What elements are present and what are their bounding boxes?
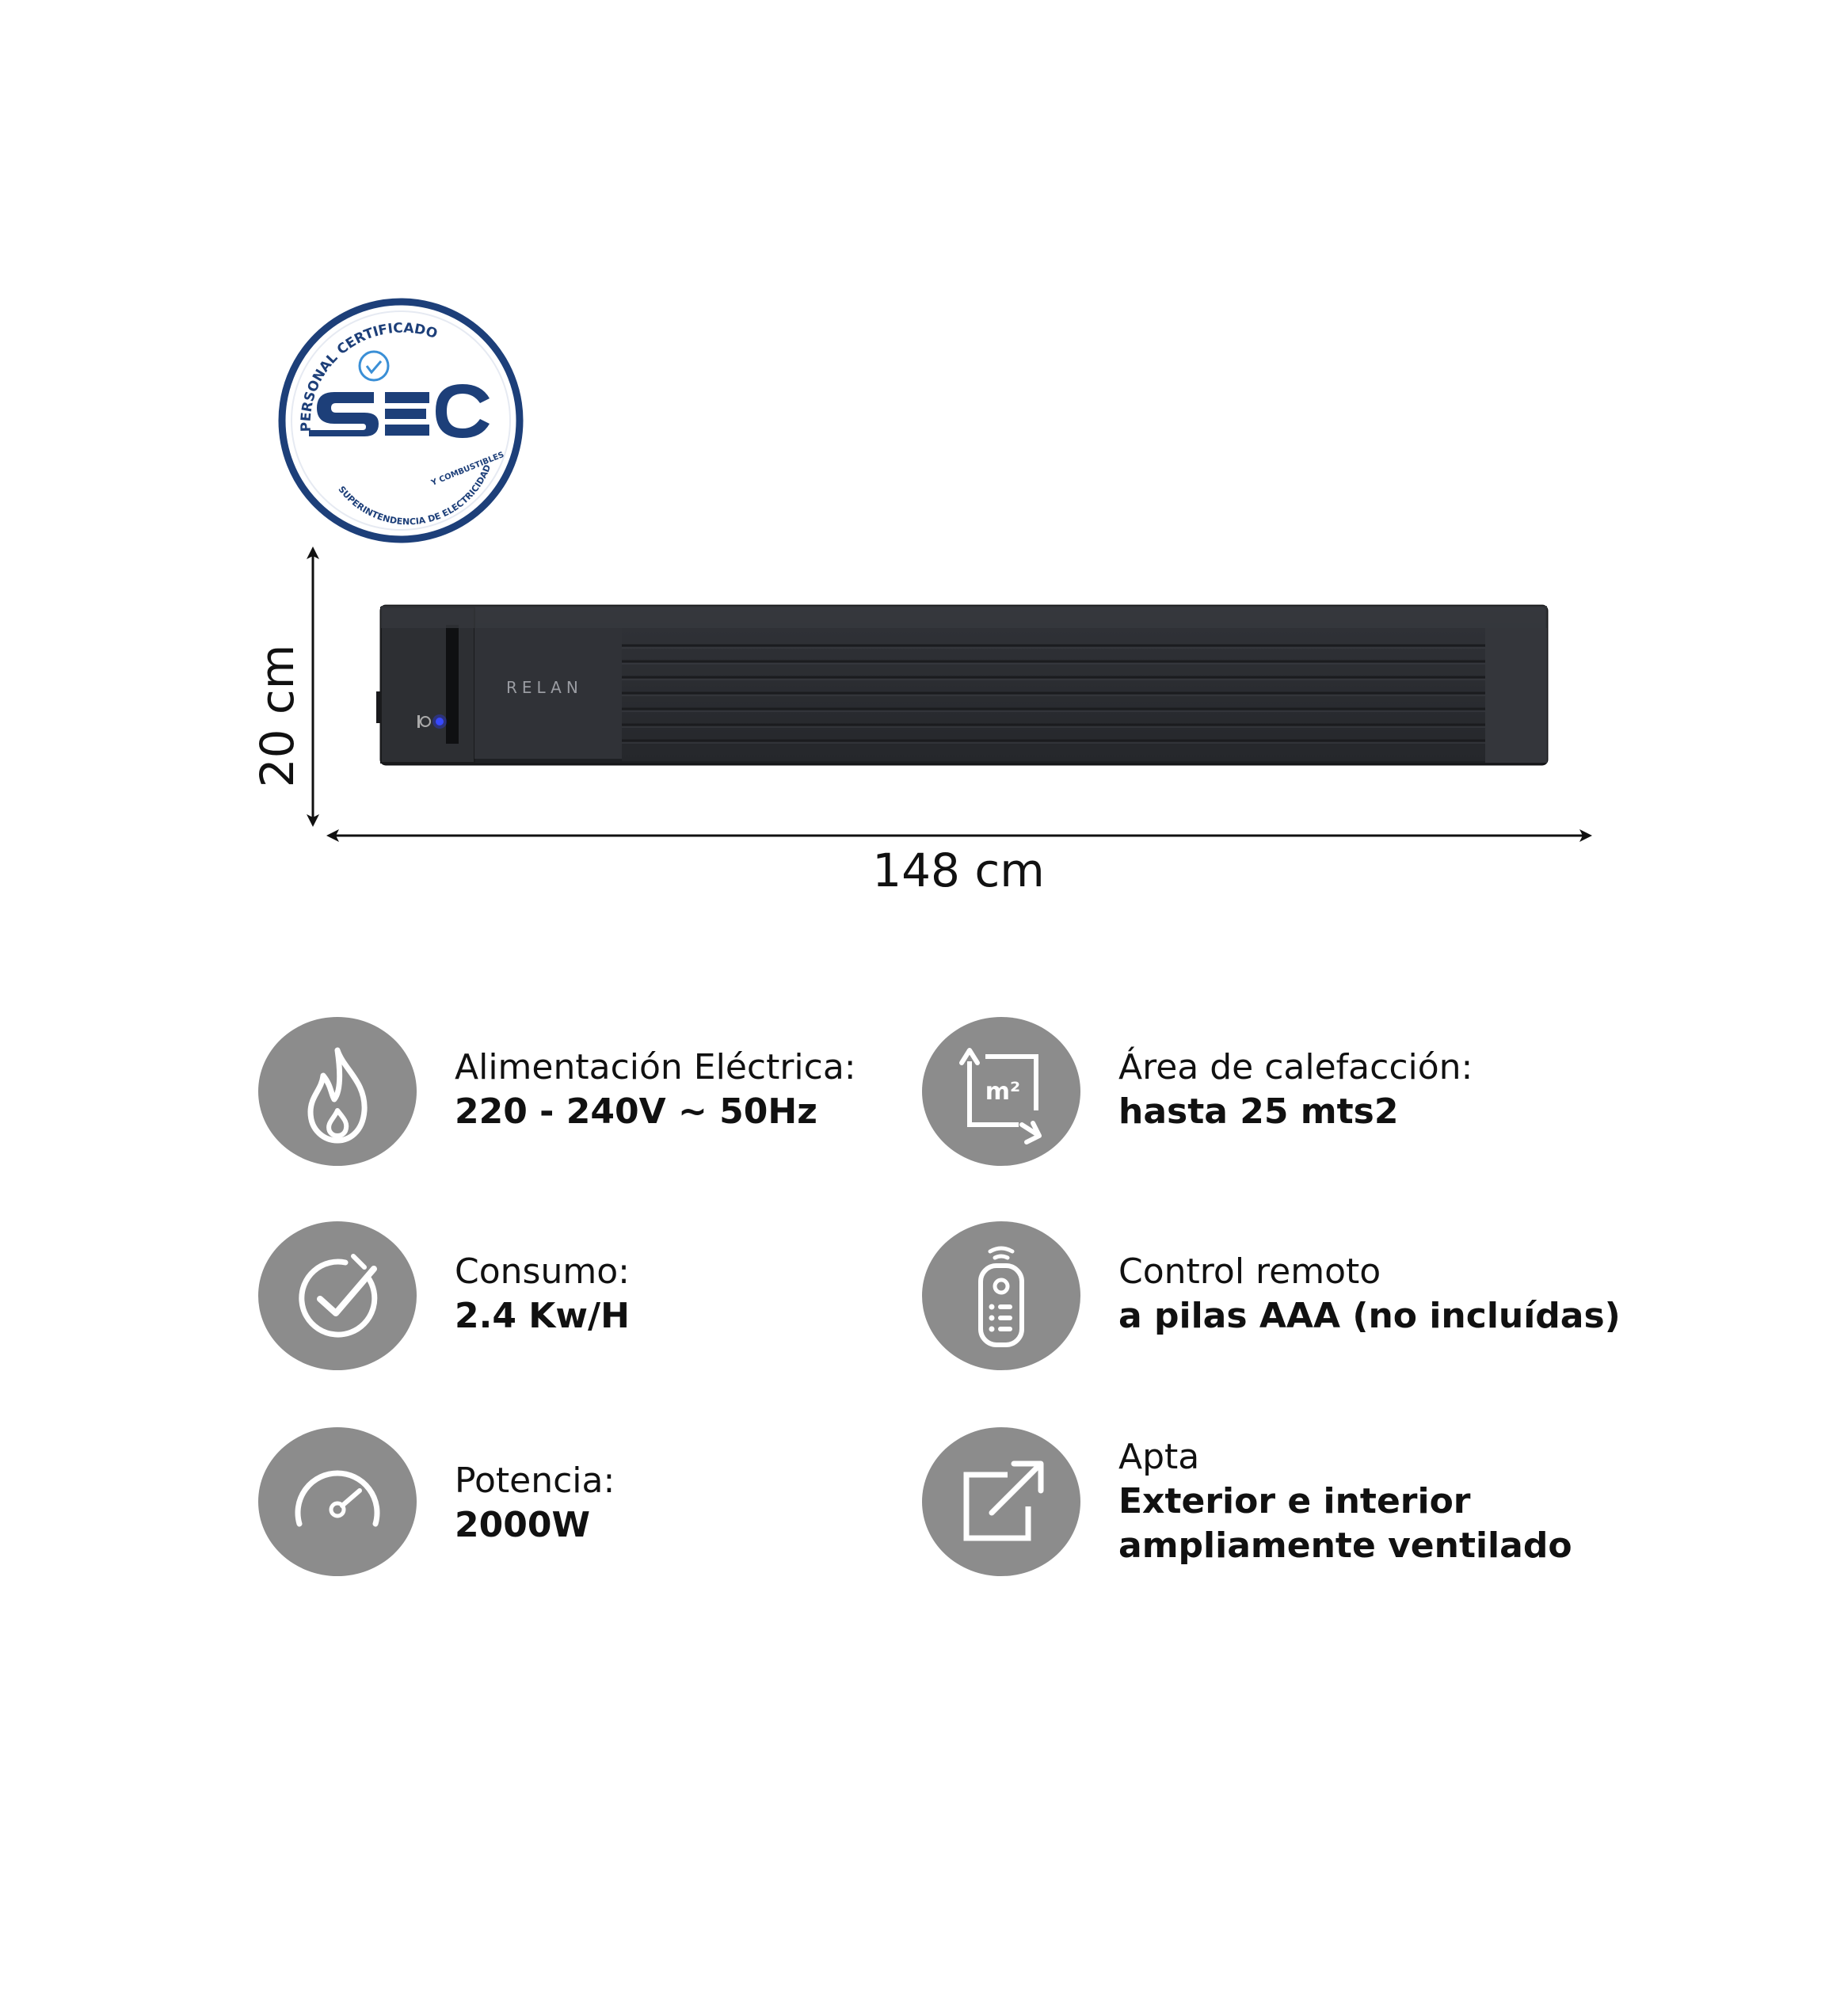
spec-consumption-value: 2.4 Kw/H: [455, 1296, 630, 1336]
spec-suitable-value: Exterior e interior: [1118, 1481, 1471, 1521]
spec-suitable-label: Apta: [1118, 1437, 1200, 1477]
timer-check-icon: [299, 1254, 378, 1338]
width-dimension-arrow: [326, 829, 1592, 842]
spec-remote: Control remoto a pilas AAA (no incluídas…: [1118, 1250, 1621, 1339]
spec-remote-icon: [922, 1221, 1080, 1370]
spec-power-value: 2000W: [455, 1505, 590, 1545]
spec-power-supply: Alimentación Eléctrica: 220 - 240V ~ 50H…: [455, 1045, 856, 1134]
flame-icon: [307, 1047, 368, 1144]
sec-certification-seal: PERSONAL CERTIFICADO SUPERINTENDENCIA DE…: [277, 297, 524, 544]
height-dimension-arrow: [307, 546, 319, 827]
spec-heating-area-label: Área de calefacción:: [1118, 1047, 1473, 1087]
spec-remote-label: Control remoto: [1118, 1251, 1381, 1292]
heater-product-image: RELAN: [376, 604, 1550, 767]
brand-label: RELAN: [506, 678, 583, 697]
spec-power-supply-icon: [258, 1017, 417, 1166]
area-m2-icon: m²: [959, 1048, 1042, 1144]
spec-consumption-label: Consumo:: [455, 1251, 630, 1292]
spec-heating-area: Área de calefacción: hasta 25 mts2: [1118, 1045, 1473, 1134]
spec-consumption-icon: [258, 1221, 417, 1370]
external-link-icon: [963, 1461, 1044, 1541]
spec-consumption: Consumo: 2.4 Kw/H: [455, 1250, 630, 1339]
spec-power: Potencia: 2000W: [455, 1459, 615, 1548]
area-m2-text: m²: [985, 1078, 1020, 1106]
spec-remote-value: a pilas AAA (no incluídas): [1118, 1296, 1621, 1336]
spec-suitable-value-2: ampliamente ventilado: [1118, 1525, 1572, 1566]
gauge-icon: [295, 1470, 380, 1527]
remote-control-icon: [978, 1246, 1024, 1347]
height-label: 20 cm: [250, 644, 304, 788]
spec-suitable-icon: [922, 1427, 1080, 1576]
spec-heating-area-icon: m²: [922, 1017, 1080, 1166]
spec-heating-area-value: hasta 25 mts2: [1118, 1091, 1399, 1132]
spec-power-supply-label: Alimentación Eléctrica:: [455, 1047, 856, 1087]
spec-suitable: Apta Exterior e interior ampliamente ven…: [1118, 1435, 1572, 1568]
spec-power-label: Potencia:: [455, 1461, 615, 1501]
width-label: 148 cm: [872, 844, 1045, 897]
spec-power-icon: [258, 1427, 417, 1576]
spec-power-supply-value: 220 - 240V ~ 50Hz: [455, 1091, 817, 1132]
